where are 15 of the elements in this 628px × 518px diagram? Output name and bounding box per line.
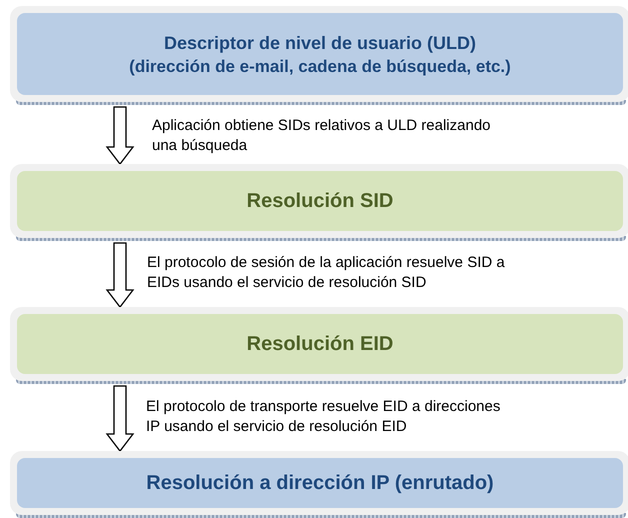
box-subtitle: (dirección de e-mail, cadena de búsqueda, etc.) bbox=[129, 56, 511, 78]
box-title: Descriptor de nivel de usuario (ULD) bbox=[164, 32, 476, 54]
edge-label: El protocolo de sesión de la aplicación resuelve SID a EIDs usando el servicio de resolución SID bbox=[147, 253, 506, 293]
box-title: Resolución SID bbox=[246, 189, 394, 214]
block-arrow bbox=[106, 242, 134, 308]
process-box bbox=[10, 307, 628, 381]
process-box bbox=[10, 451, 628, 515]
block-arrow bbox=[106, 106, 134, 166]
edge-label: El protocolo de transporte resuelve EID a direcciones IP usando el servicio de resolución EID bbox=[146, 397, 502, 437]
block-arrow bbox=[106, 385, 134, 452]
process-box bbox=[10, 6, 628, 102]
box-title: Resolución a dirección IP (enrutado) bbox=[146, 471, 494, 496]
process-box bbox=[10, 164, 628, 238]
edge-label: Aplicación obtiene SIDs relativos a ULD realizando una búsqueda bbox=[152, 116, 492, 156]
box-title: Resolución EID bbox=[246, 332, 394, 357]
